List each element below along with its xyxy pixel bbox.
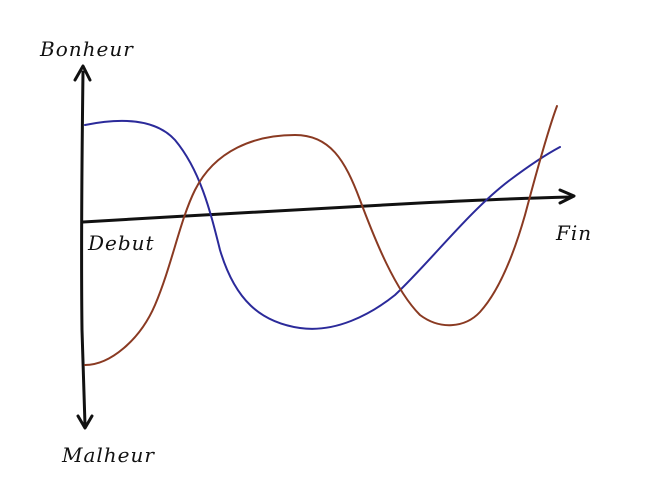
horizontal-axis bbox=[81, 195, 572, 224]
vertical-axis bbox=[80, 70, 87, 427]
vertical-axis-arrow-top bbox=[73, 64, 92, 82]
label-bottom: Malheur bbox=[61, 443, 155, 467]
horizontal-axis-arrow bbox=[558, 188, 576, 205]
blue-curve bbox=[84, 119, 561, 330]
label-top: Bonheur bbox=[39, 37, 134, 61]
label-origin: Debut bbox=[87, 231, 155, 255]
vertical-axis-arrow-bottom bbox=[76, 414, 94, 430]
brown-curve bbox=[84, 105, 558, 366]
label-end: Fin bbox=[555, 221, 592, 245]
